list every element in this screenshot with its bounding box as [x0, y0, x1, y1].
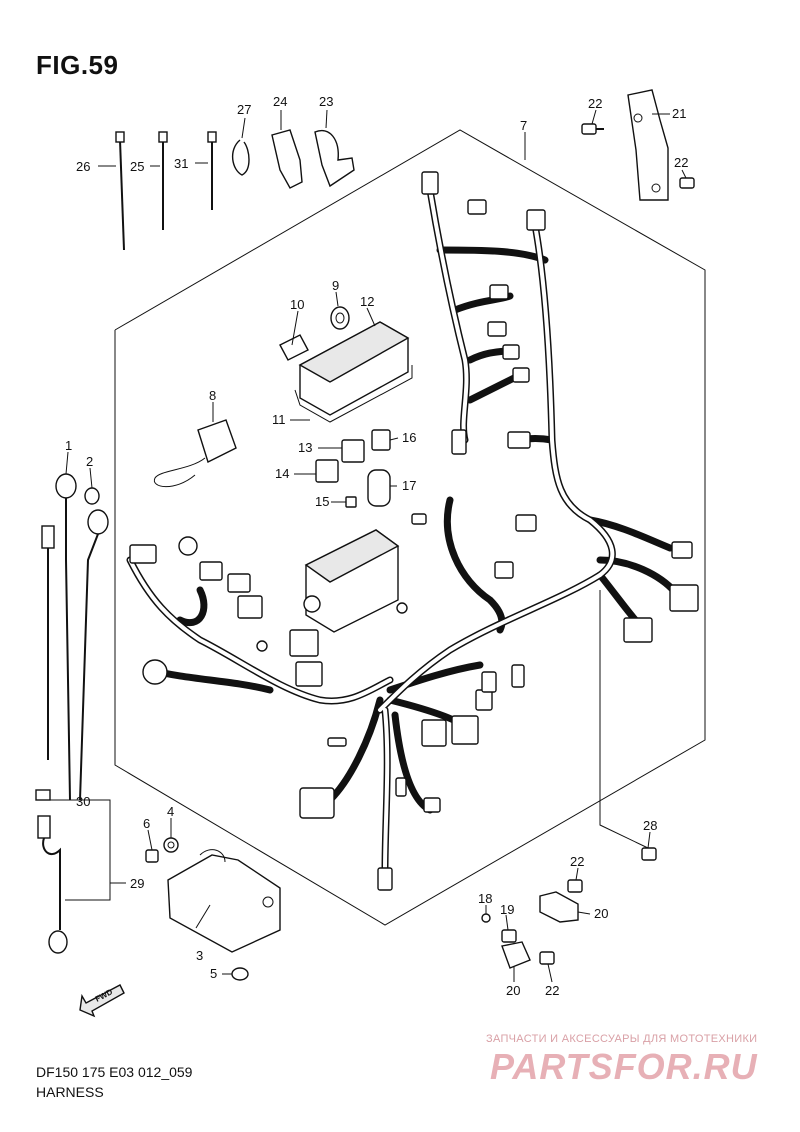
callout-1: 1 — [65, 438, 72, 453]
callout-22-right: 22 — [674, 155, 688, 170]
figure-code: DF150 175 E03 012_059 — [36, 1064, 193, 1080]
callout-18: 18 — [478, 891, 492, 906]
callout-9: 9 — [332, 278, 339, 293]
callout-15: 15 — [315, 494, 329, 509]
watermark-logo: PARTSFOR.RU — [490, 1046, 758, 1087]
callout-6: 6 — [143, 816, 150, 831]
cable-ties-and-clamps — [115, 129, 355, 251]
relays — [315, 429, 391, 508]
callout-13: 13 — [298, 440, 312, 455]
callout-21: 21 — [672, 106, 686, 121]
figure-title: FIG.59 — [36, 50, 119, 80]
callout-26: 26 — [76, 159, 90, 174]
callout-16: 16 — [402, 430, 416, 445]
callout-20-lower: 20 — [506, 983, 520, 998]
callout-17: 17 — [402, 478, 416, 493]
callout-labels: 1 2 3 4 5 6 7 8 9 10 11 12 13 14 15 16 1… — [65, 94, 688, 998]
main-wire-harness — [126, 186, 679, 874]
fuse-box — [303, 529, 400, 633]
watermark-tagline: ЗАПЧАСТИ И АКСЕССУАРЫ ДЛЯ МОТОТЕХНИКИ — [486, 1033, 758, 1045]
callout-28: 28 — [643, 818, 657, 833]
figure-name: HARNESS — [36, 1084, 104, 1100]
callout-14: 14 — [275, 466, 289, 481]
callout-5: 5 — [210, 966, 217, 981]
callout-11: 11 — [272, 412, 286, 427]
callout-12: 12 — [360, 294, 374, 309]
harness-connectors — [129, 171, 699, 891]
callout-24: 24 — [273, 94, 287, 109]
junction-box — [279, 306, 413, 423]
callout-2: 2 — [86, 454, 93, 469]
callout-25: 25 — [130, 159, 144, 174]
callout-22-mid: 22 — [570, 854, 584, 869]
callout-3: 3 — [196, 948, 203, 963]
callout-31: 31 — [174, 156, 188, 171]
sensor-part-8 — [153, 419, 237, 488]
forward-arrow-icon: FWD — [79, 984, 125, 1018]
callout-23: 23 — [319, 94, 333, 109]
callout-22-top: 22 — [588, 96, 602, 111]
leader-lines — [65, 109, 687, 983]
callout-27: 27 — [237, 102, 251, 117]
callout-30: 30 — [76, 794, 90, 809]
callout-19: 19 — [500, 902, 514, 917]
callout-7: 7 — [520, 118, 527, 133]
battery-cables — [35, 473, 126, 954]
callout-22-bottom: 22 — [545, 983, 559, 998]
callout-29: 29 — [130, 876, 144, 891]
bracket-part-21 — [581, 89, 695, 201]
callout-20-upper: 20 — [594, 906, 608, 921]
callout-10: 10 — [290, 297, 304, 312]
callout-4: 4 — [167, 804, 174, 819]
callout-8: 8 — [209, 388, 216, 403]
